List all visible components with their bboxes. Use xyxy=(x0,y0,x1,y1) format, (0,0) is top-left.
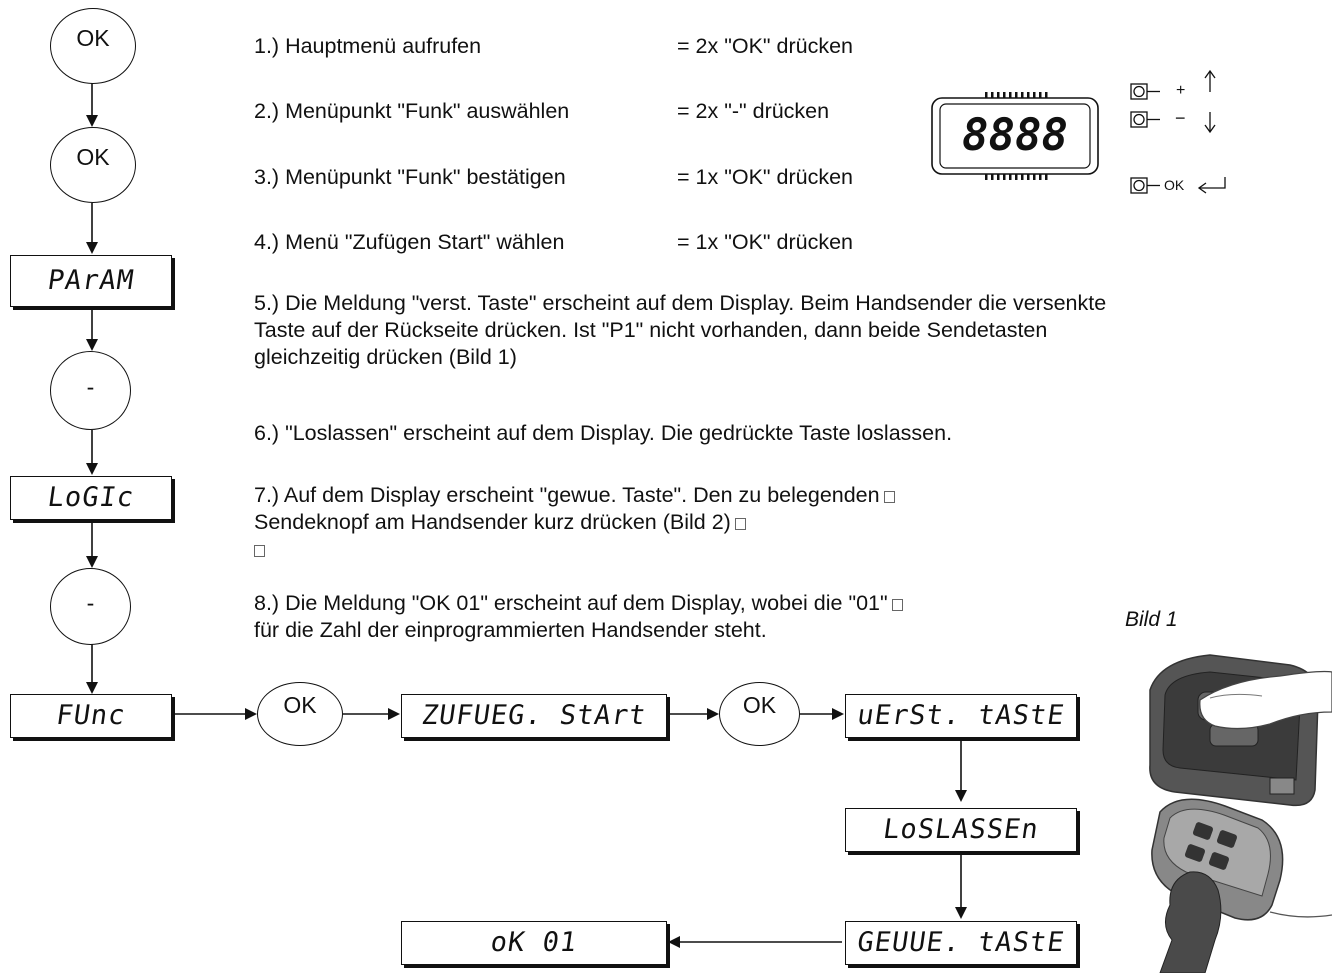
step-label: 4.) Menü "Zufügen Start" wählen xyxy=(254,230,565,254)
step-5-line: gleichzeitig drücken (Bild 1) xyxy=(254,345,517,369)
ok-button-step4: OK xyxy=(719,682,800,746)
display-zufueg-start: ZUFUEG. StArt xyxy=(401,694,667,738)
bild-1-caption: Bild 1 xyxy=(1125,608,1178,631)
display-func: FUnc xyxy=(10,694,172,738)
step-8-line: für die Zahl der einprogrammierten Hands… xyxy=(254,618,767,642)
ok-label: OK xyxy=(76,144,110,171)
ok-button-step2: OK xyxy=(50,127,136,203)
step-5-line: Taste auf der Rückseite drücken. Ist "P1… xyxy=(254,318,1048,342)
display-verst-taste: uErSt. tAStE xyxy=(845,694,1077,738)
ok-button-step1: OK xyxy=(50,8,136,84)
placeholder-glyph xyxy=(883,491,895,503)
step-label: 2.) Menüpunkt "Funk" auswählen xyxy=(254,99,570,123)
step-3: 3.) Menüpunkt "Funk" bestätigen = 1x "OK"… xyxy=(254,164,853,190)
minus-button-step1: - xyxy=(50,351,131,430)
placeholder-glyph xyxy=(734,518,746,530)
display-loslassen: LoSLASSEn xyxy=(845,808,1077,852)
step-5-line: 5.) Die Meldung "verst. Taste" erscheint… xyxy=(254,291,1107,315)
display-text: GEUUE. tAStE xyxy=(855,926,1067,958)
step-action: = 1x "OK" drücken xyxy=(677,165,853,189)
ok-label: OK xyxy=(283,691,317,718)
step-action: = 2x "-" drücken xyxy=(677,99,830,123)
display-param: PArAM xyxy=(10,255,172,307)
display-text: LoGIc xyxy=(45,481,137,513)
step-2: 2.) Menüpunkt "Funk" auswählen = 2x "-" d… xyxy=(254,98,829,124)
step-7-line: 7.) Auf dem Display erscheint "gewue. Ta… xyxy=(254,483,880,507)
ok-label: OK xyxy=(742,691,777,718)
display-gewue-taste: GEUUE. tAStE xyxy=(845,921,1077,965)
minus-label: − xyxy=(1175,108,1186,128)
step-7: 7.) Auf dem Display erscheint "gewue. Ta… xyxy=(254,482,895,563)
step-8: 8.) Die Meldung "OK 01" erscheint auf de… xyxy=(254,590,903,644)
step-7-line: Sendeknopf am Handsender kurz drücken (B… xyxy=(254,510,731,534)
step-action: = 2x "OK" drücken xyxy=(677,34,853,58)
step-6: 6.) "Loslassen" erscheint auf dem Displa… xyxy=(254,421,953,445)
minus-label: - xyxy=(86,590,95,616)
step-5: 5.) Die Meldung "verst. Taste" erscheint… xyxy=(254,290,1332,371)
minus-label: - xyxy=(86,373,95,400)
minus-button-step2: - xyxy=(50,568,131,645)
control-panel-diagram xyxy=(931,69,1226,194)
ok-button-step3: OK xyxy=(257,682,343,746)
placeholder-glyph xyxy=(254,545,265,557)
step-1: 1.) Hauptmenü aufrufen = 2x "OK" drücken xyxy=(254,33,853,59)
display-text: oK 01 xyxy=(488,926,580,958)
device-display-digits: 8888 xyxy=(962,110,1068,161)
ok-device-label: OK xyxy=(1164,177,1185,193)
plus-label: + xyxy=(1176,82,1186,99)
step-label: 3.) Menüpunkt "Funk" bestätigen xyxy=(254,165,566,189)
ok-label: OK xyxy=(76,25,110,52)
remote-control-bild1 xyxy=(1149,654,1332,807)
placeholder-glyph xyxy=(891,599,903,611)
display-text: PArAM xyxy=(45,264,137,296)
display-text: ZUFUEG. StArt xyxy=(419,699,649,731)
display-ok-01: oK 01 xyxy=(401,921,667,965)
display-logic: LoGIc xyxy=(10,476,172,520)
remote-control-bild2 xyxy=(1151,798,1332,973)
step-4: 4.) Menü "Zufügen Start" wählen = 1x "OK"… xyxy=(254,229,853,255)
display-text: uErSt. tAStE xyxy=(855,699,1067,731)
display-text: FUnc xyxy=(54,699,128,731)
step-action: = 1x "OK" drücken xyxy=(677,230,853,254)
step-8-line: 8.) Die Meldung "OK 01" erscheint auf de… xyxy=(254,591,888,615)
display-text: LoSLASSEn xyxy=(881,813,1041,845)
step-label: 1.) Hauptmenü aufrufen xyxy=(254,34,482,58)
